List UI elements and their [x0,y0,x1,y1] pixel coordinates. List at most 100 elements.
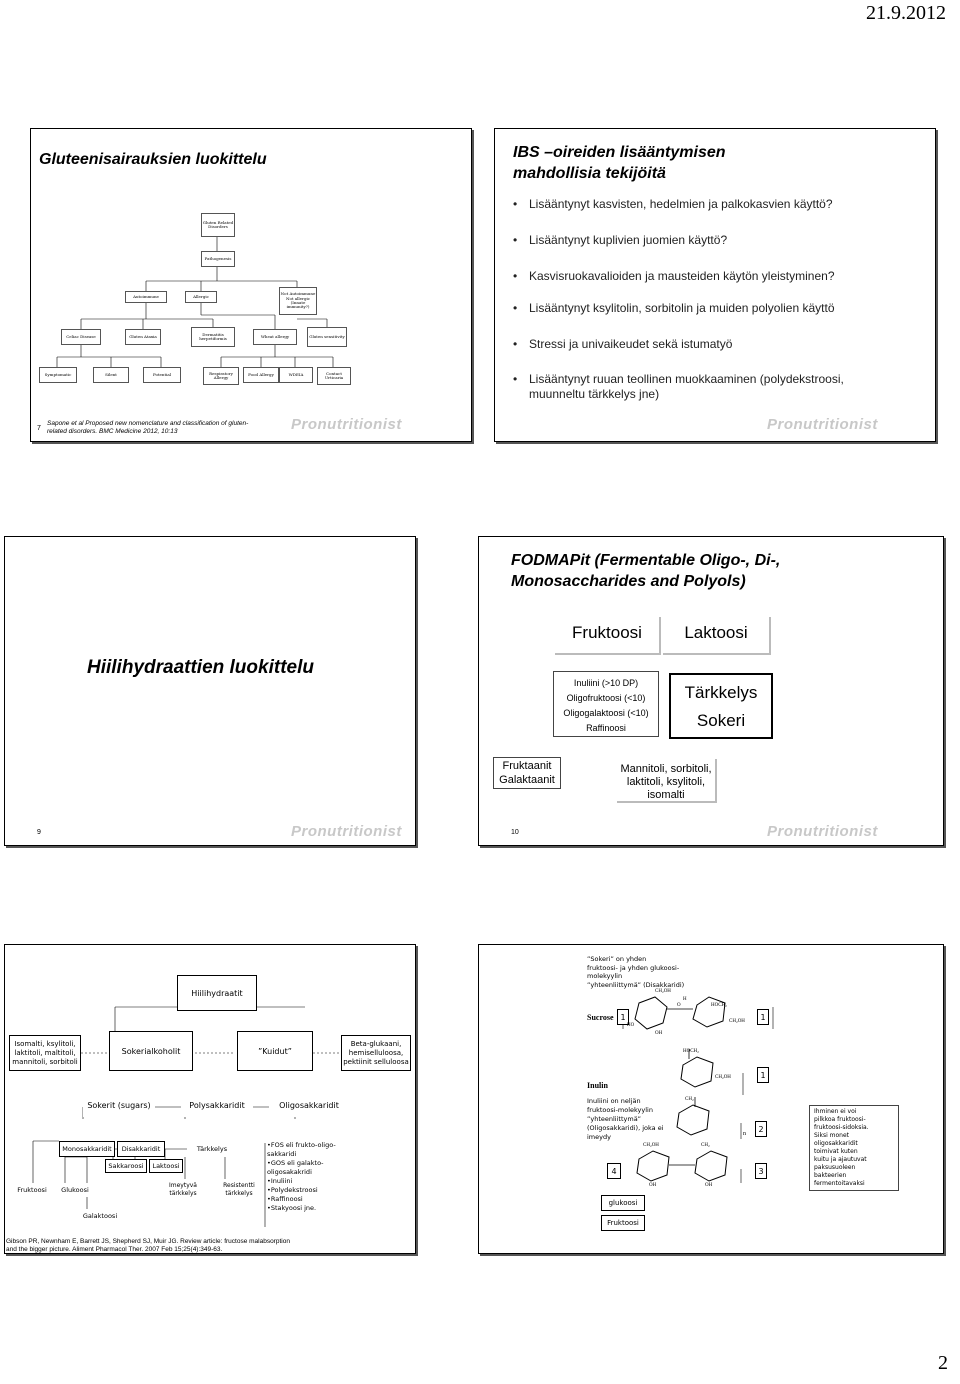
glukoosi-box: Glukoosi [57,1183,93,1197]
slide-7-title: Gluteenisairauksien luokittelu [39,151,267,168]
bullet-item-continued: muunneltu tärkkelys jne) [529,387,660,401]
citation-line: Sapone et al Proposed new nomenclature a… [47,420,249,427]
tree-root: Gluten Related Disorders [201,213,235,237]
bullet-item: Stressi ja univaikeudet sekä istumatyö [513,337,732,351]
human-note-line: pilkkoa fruktoosi- [814,1116,866,1123]
oligo-list-line: sakkaridi [267,1150,297,1158]
resistentti-line: tärkkelys [225,1190,253,1197]
tree-wdeia: WDEIA [279,367,313,383]
oligo-list-line: •Polydekstroosi [267,1186,318,1194]
kuidut-box: ”Kuidut” [237,1031,313,1071]
slide-11: Hiilihydraatit Isomalti, ksylitoli, lakt… [4,944,416,1254]
inulin-note-line: imeydy [587,1133,611,1141]
slide-7-citation: Sapone et al Proposed new nomenclature a… [47,420,248,436]
chem-h: H [683,997,687,1002]
slide-10-number: 10 [511,829,519,836]
imeytyva-line: tärkkelys [169,1190,197,1197]
chem-o: O [677,1003,681,1008]
num-box-1: 1 [757,1067,769,1083]
laktoosi-box: Laktoosi [663,617,771,655]
oligo-box: Inuliini (>10 DP) Oligofruktoosi (<10) O… [553,671,659,737]
beta-line: hemiselluloosa, [348,1048,404,1057]
citation-line: related disorders. BMC Medicine 2012, 10… [47,427,178,435]
hiilihydraatit-root: Hiilihydraatit [177,975,257,1011]
human-note: Ihminen ei voi pilkkoa fruktoosi- frukto… [809,1105,899,1191]
human-note-line: fermentoitavaksi [814,1180,865,1187]
tree-contact: Contact Urticaria [317,367,351,385]
num-box-1: 1 [617,1009,629,1025]
human-note-line: Ihminen ei voi [814,1108,857,1115]
polyol-line: Mannitoli, sorbitoli, [620,763,712,775]
fruktoosi-box: Fruktoosi [555,617,661,655]
bullet-item: Kasvisruokavalioiden ja mausteiden käytö… [513,269,834,283]
num-box-4: 4 [607,1163,621,1179]
chem-ho: HO [627,1023,635,1028]
oligo-list-line: oligosakakridi [267,1168,312,1176]
slide-10: FODMAPit (Fermentable Oligo-, Di-, Monos… [478,536,944,846]
beta-box: Beta-glukaani, hemiselluloosa, pektiinit… [341,1035,411,1071]
tree-symptomatic: Symptomatic [39,367,77,383]
num-box-1: 1 [757,1009,769,1025]
sokeri-note-line: fruktoosi- ja yhden glukoosi- [587,963,680,972]
slide-10-title-line: FODMAPit (Fermentable Oligo-, Di-, [511,552,781,569]
fruktoosi-box: Fruktoosi [11,1183,53,1197]
fruktaanit-box: Fruktaanit Galaktaanit [493,757,561,789]
human-note-line: fruktoosi-sidoksia. [814,1124,869,1131]
beta-line: Beta-glukaani, [350,1039,402,1048]
inulin-label: Inulin [587,1081,608,1090]
oligo-list-line: •Inuliini [267,1177,293,1185]
mono-box: Monosakkaridit [59,1141,115,1157]
tree-food-allergy: Food Allergy [243,367,279,383]
pronutritionist-logo: Pronutritionist [767,416,878,433]
oligo-list: •FOS eli frukto-oligo- sakkaridi •GOS el… [267,1141,351,1213]
oligo-list-line: •Raffinoosi [267,1195,303,1203]
tree-wheat-allergy: Wheat allergy [253,329,297,345]
inulin-note-line: ”yhteenliittymä” [587,1115,642,1123]
polyols-line: Isomalti, ksylitoli, [14,1039,76,1048]
chem-n: n [743,1131,746,1137]
inulin-note-line: (Oligosakkaridi), joka ei [587,1124,664,1132]
gluten-tree-connectors [56,237,334,367]
oligo-list-line: •FOS eli frukto-oligo- [267,1141,336,1149]
tree-celiac: Celiac Disease [61,329,101,345]
page-date: 21.9.2012 [866,2,946,24]
beta-line: pektiinit selluloosa [343,1057,409,1066]
resistentti-line: Resistentti [223,1182,255,1189]
chem-oh: OH [649,1183,657,1188]
sokerialkoholit-box: Sokerialkoholit [109,1031,193,1071]
polyol-box: Mannitoli, sorbitoli, laktitoli, ksylito… [617,759,717,803]
chem-hoch2: HOCH₂ [711,1003,727,1008]
human-note-line: kuitu ja ajautuvat [814,1156,867,1163]
sokeri-note-line: ”Sokeri” on yhden [587,955,647,963]
oligo-list-line: •GOS eli galakto- [267,1159,324,1167]
slide-10-title-line: Monosaccharides and Polyols) [511,572,746,590]
tree-ataxia: Gluten Ataxia [125,329,161,345]
human-note-line: Siksi monet [814,1132,850,1139]
oligo-line: Oligogalaktoosi (<10) [563,708,649,718]
sokeri-label: Sokeri [696,711,746,730]
polyol-line: isomalti [647,789,685,801]
imeytyva-line: Imeytyvä [169,1182,197,1189]
polyols-line: mannitoli, sorbitoli [12,1057,78,1066]
slide-7: Gluteenisairauksien luokittelu Gluten Re… [30,128,472,442]
pronutritionist-logo: Pronutritionist [291,823,402,840]
slide-8-title-line: mahdollisia tekijöitä [513,164,666,182]
slide-9-number: 9 [37,829,41,836]
bullet-item: Lisääntynyt ksylitolin, sorbitolin ja mu… [513,301,834,315]
polyols-box: Isomalti, ksylitoli, laktitoli, maltitol… [9,1035,81,1071]
chem-ch2oh: CH₂OH [655,989,671,994]
human-note-line: bakteerien [814,1172,847,1179]
human-note-line: toimivat kuten [814,1148,858,1155]
sokeri-note: ”Sokeri” on yhden fruktoosi- ja yhden gl… [587,955,684,989]
tree-silent: Silent [93,367,129,383]
pronutritionist-logo: Pronutritionist [767,823,878,840]
page-number: 2 [938,1352,948,1374]
chem-hoch2: HOCH₂ [683,1049,699,1054]
oligo-list-line: •Stakyoosi jne. [267,1204,317,1212]
tree-respiratory: Respiratory Allergy [203,367,239,385]
pronutritionist-logo: Pronutritionist [291,416,402,433]
sokeri-note-line: ”yhteenliittymä” (Disakkaridi) [587,980,685,989]
chem-ch2: CH₂ [701,1143,710,1148]
slide-9: Hiilihydraattien luokittelu 9 Pronutriti… [4,536,416,846]
sokeri-note-line: molekyylin [587,972,623,980]
